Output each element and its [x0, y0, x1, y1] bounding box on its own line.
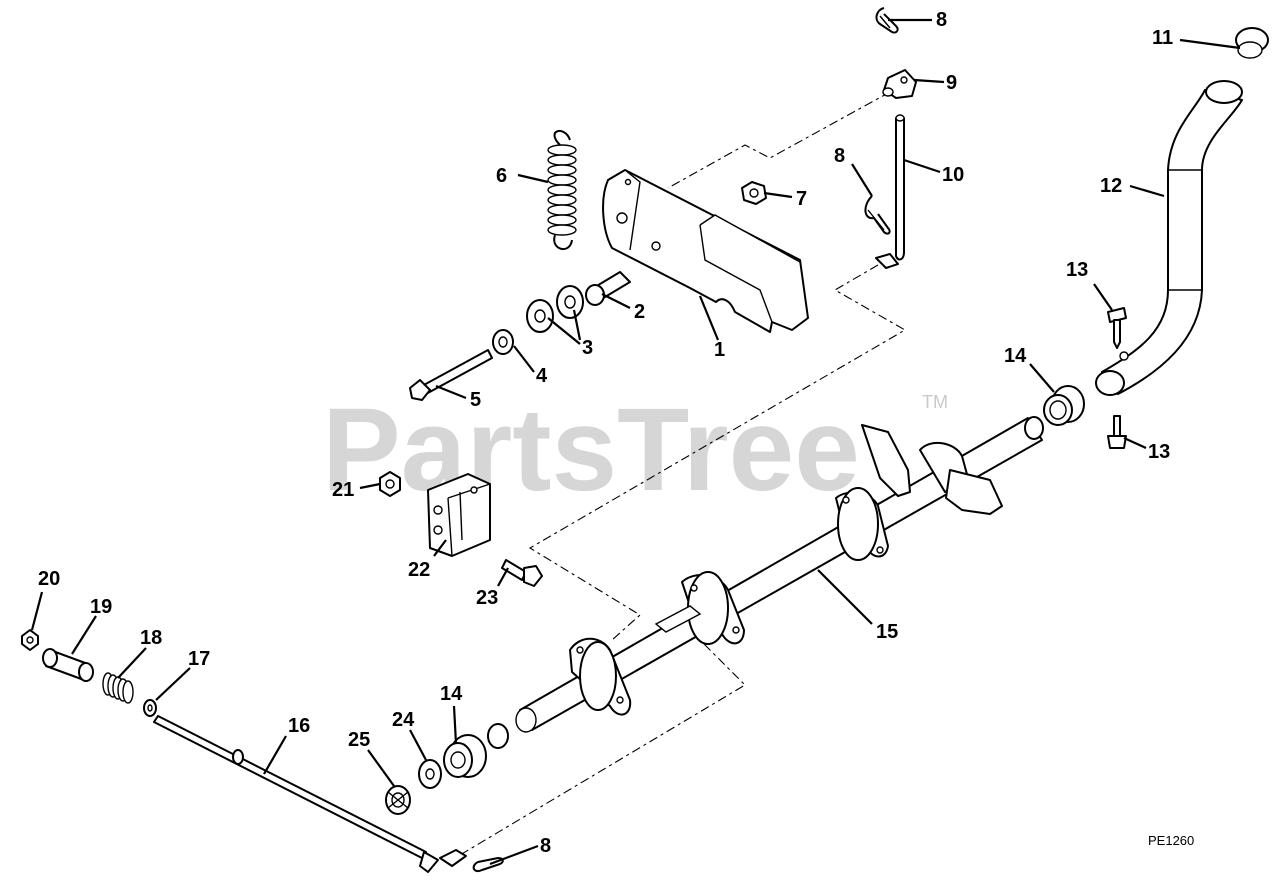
assembly-dash-lines	[459, 91, 907, 856]
callout-17[interactable]: 17	[188, 648, 210, 670]
part-16-control-rod[interactable]	[153, 715, 467, 873]
callout-6[interactable]: 6	[496, 165, 507, 187]
part-18-compression-spring[interactable]	[102, 672, 134, 704]
callout-20[interactable]: 20	[38, 568, 60, 590]
callout-12[interactable]: 12	[1100, 175, 1122, 197]
callout-18[interactable]: 18	[140, 627, 162, 649]
callout-13-upper[interactable]: 13	[1066, 259, 1088, 281]
watermark-trademark: TM	[922, 392, 948, 412]
callout-9[interactable]: 9	[946, 72, 957, 94]
watermark: PartsTree	[322, 384, 860, 516]
part-14-lower-bearing[interactable]	[443, 723, 509, 778]
callout-25[interactable]: 25	[348, 729, 370, 751]
callout-labels: 8 9 11 6 8 10 7 12 2 13 1 3 14 4 5 13 21…	[38, 9, 1173, 857]
part-4-washer[interactable]	[492, 329, 514, 355]
callout-14-upper[interactable]: 14	[1004, 345, 1027, 367]
part-25-lock-washer[interactable]	[385, 785, 411, 815]
callout-14-lower[interactable]: 14	[440, 683, 463, 705]
callout-21[interactable]: 21	[332, 479, 354, 501]
callout-16[interactable]: 16	[288, 715, 310, 737]
part-2-bushing[interactable]	[585, 271, 631, 306]
callout-24[interactable]: 24	[392, 709, 415, 731]
part-6-extension-spring[interactable]	[547, 130, 577, 250]
callout-leaders	[30, 18, 1241, 866]
part-13-upper-screw[interactable]	[1107, 307, 1127, 349]
part-1-lever-bracket[interactable]	[602, 169, 809, 333]
callout-8-middle[interactable]: 8	[834, 145, 845, 167]
callout-4[interactable]: 4	[536, 365, 548, 387]
callout-15[interactable]: 15	[876, 621, 898, 643]
drawing-code: PE1260	[1148, 833, 1194, 848]
part-11-grip-cap[interactable]	[1235, 27, 1269, 59]
callout-10[interactable]: 10	[942, 164, 964, 186]
part-9-clevis[interactable]	[882, 69, 917, 99]
part-8-top-cotter-pin[interactable]	[875, 7, 899, 34]
part-7-nut[interactable]	[741, 181, 767, 205]
callout-22[interactable]: 22	[408, 559, 430, 581]
part-24-washer[interactable]	[418, 759, 442, 789]
part-22-mounting-bracket[interactable]	[427, 473, 491, 557]
part-3-spacers[interactable]	[526, 285, 584, 333]
part-20-nut[interactable]	[21, 629, 39, 651]
part-5-bolt[interactable]	[409, 349, 493, 401]
part-23-bolt[interactable]	[501, 559, 543, 587]
callout-8-top[interactable]: 8	[936, 9, 947, 31]
part-17-washer[interactable]	[143, 699, 157, 717]
callout-3[interactable]: 3	[582, 337, 593, 359]
callout-19[interactable]: 19	[90, 596, 112, 618]
part-21-nut[interactable]	[379, 471, 401, 497]
callout-5[interactable]: 5	[470, 389, 481, 411]
part-15-cross-shaft[interactable]	[515, 416, 1044, 733]
callout-13-lower[interactable]: 13	[1148, 441, 1170, 463]
callout-11[interactable]: 11	[1152, 27, 1173, 49]
callout-2[interactable]: 2	[634, 301, 645, 323]
callout-8-bottom[interactable]: 8	[540, 835, 551, 857]
callout-7[interactable]: 7	[796, 188, 807, 210]
part-10-rod[interactable]	[875, 114, 905, 269]
part-8-middle-cotter-pin[interactable]	[864, 195, 891, 235]
callout-1[interactable]: 1	[714, 339, 725, 361]
part-14-upper-bearing[interactable]	[1043, 385, 1085, 426]
part-13-lower-screw[interactable]	[1107, 415, 1127, 449]
part-19-spacer-tube[interactable]	[42, 648, 94, 682]
callout-23[interactable]: 23	[476, 587, 498, 609]
part-12-handle[interactable]	[1095, 80, 1243, 396]
